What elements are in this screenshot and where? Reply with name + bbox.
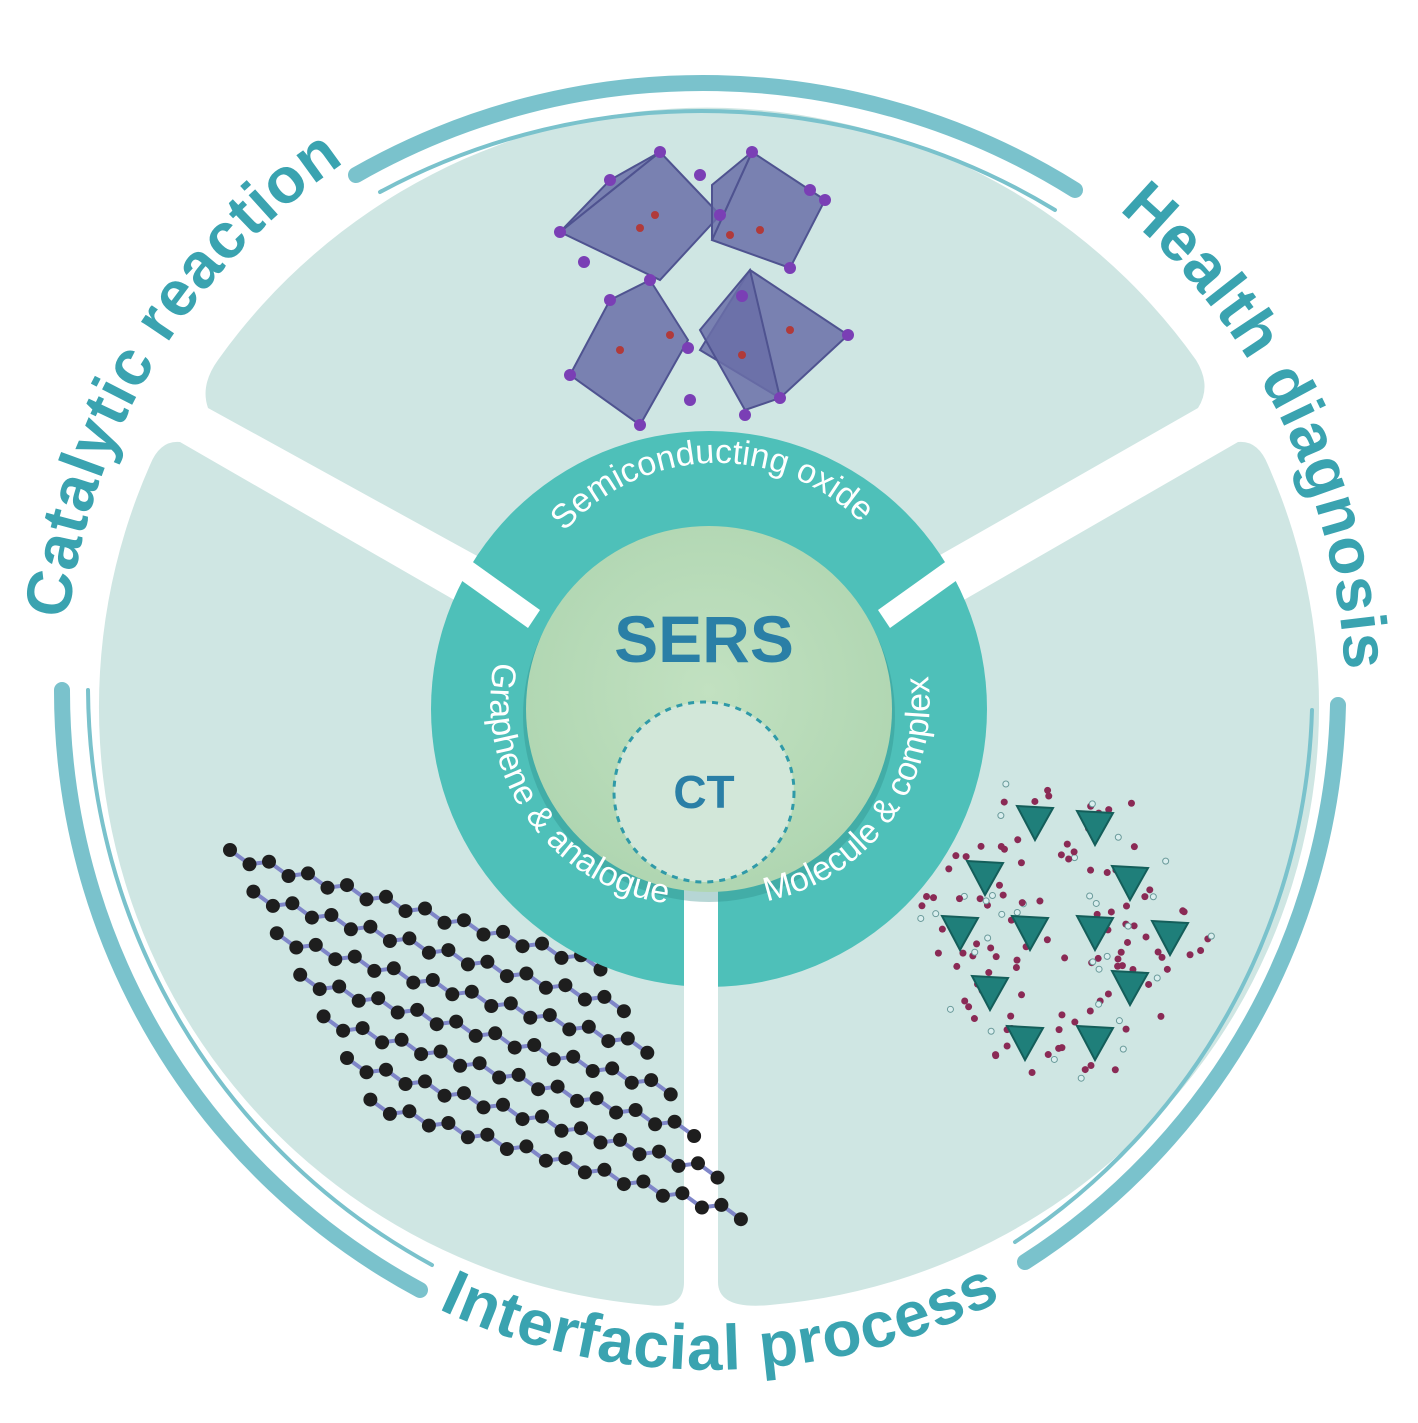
spokes [458,560,960,1000]
oxide-crystal-illustration [554,146,854,431]
arc-top-thin [378,109,1057,212]
arc-left-thin [86,688,434,1267]
arc-top-thick [348,74,1083,198]
ct-circle [612,700,796,884]
arc-right-thick [1017,697,1346,1270]
molecule-complex-illustration [917,780,1215,1082]
sectors [98,107,1320,1306]
arc-left-thick [53,682,428,1298]
outer-arcs [53,74,1346,1298]
sers-title: SERS [614,602,794,676]
ct-label: CT [673,766,734,818]
graphene-illustration [223,843,748,1227]
arc-right-thin [1013,708,1314,1244]
sector-right [718,441,1320,1306]
